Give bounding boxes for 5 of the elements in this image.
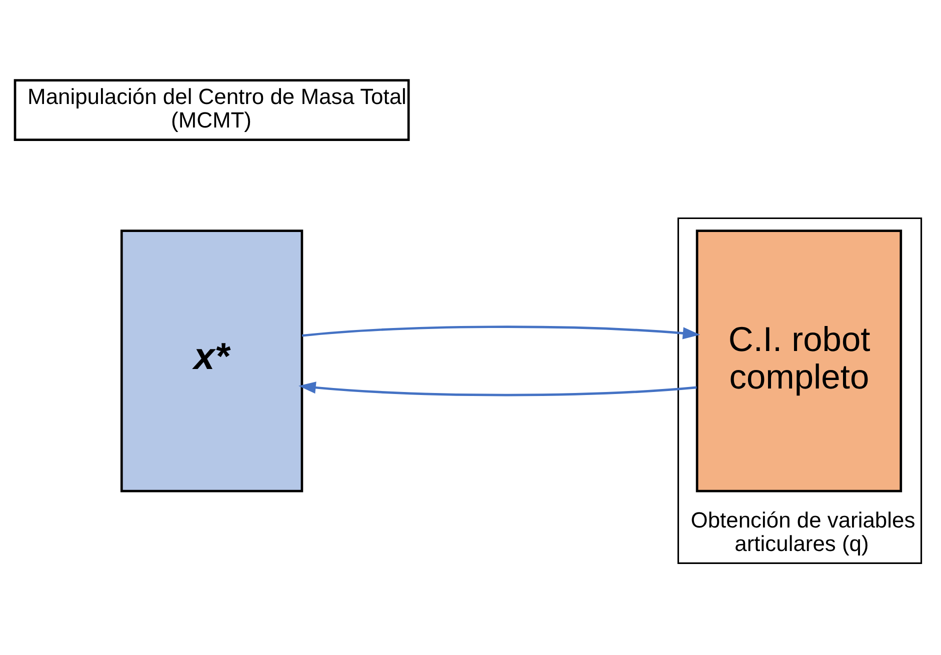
node-box: C.I. robot completo — [696, 229, 902, 492]
node-box: x* — [120, 229, 304, 492]
node-box: Manipulación del Centro de Masa Total (MCMT) — [14, 78, 410, 141]
arrow — [302, 325, 700, 339]
arrow — [298, 381, 697, 396]
